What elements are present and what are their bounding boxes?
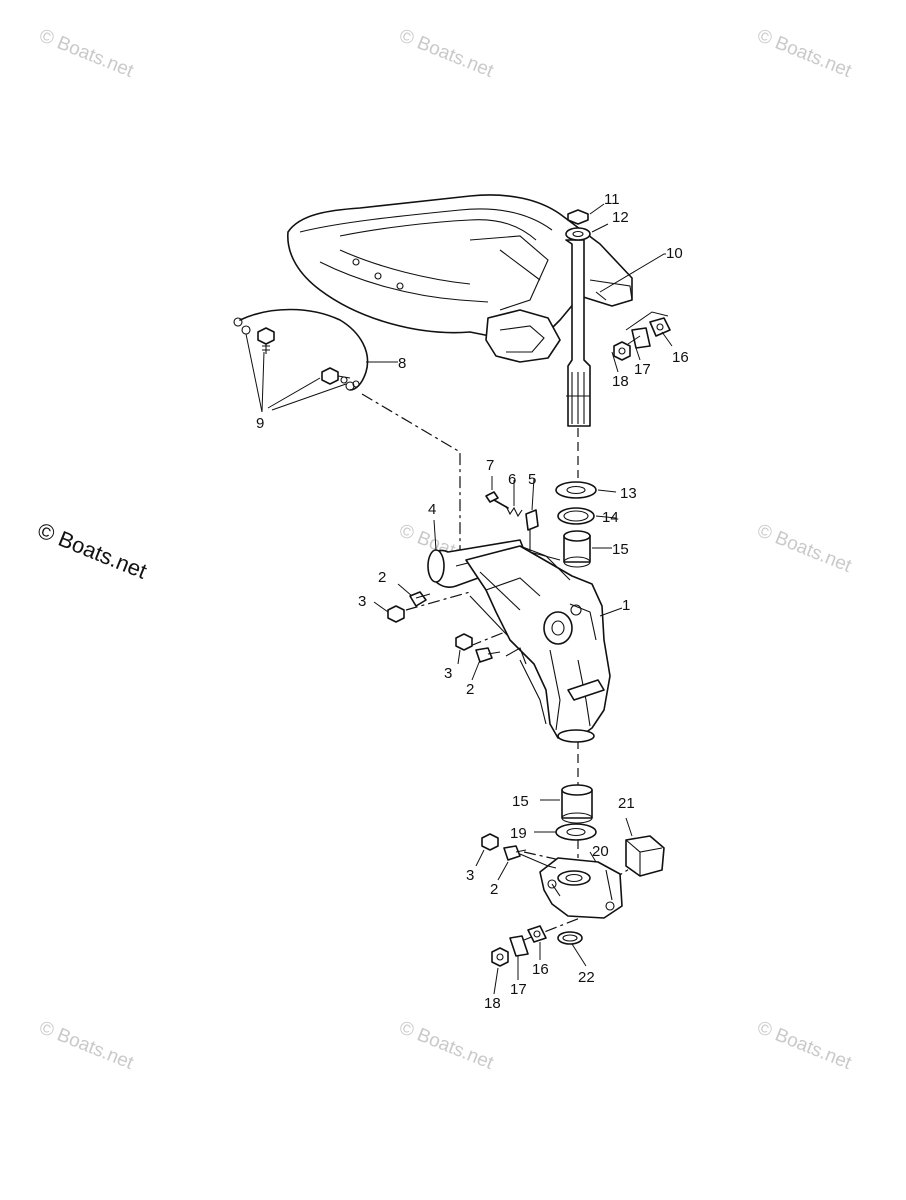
- callout-7: 7: [486, 457, 494, 474]
- lower-mount-assembly: [481, 784, 665, 967]
- callout-1: 1: [622, 597, 630, 614]
- callout-15-lower: 15: [512, 793, 529, 810]
- callout-3-upper: 3: [358, 593, 366, 610]
- swivel-bracket-illustration: [427, 539, 611, 743]
- callout-14: 14: [602, 509, 619, 526]
- callout-18-lower: 18: [484, 995, 501, 1012]
- callout-3-lower: 3: [466, 867, 474, 884]
- upper-nut-lockplate-cap: [613, 317, 671, 361]
- center-lines: [361, 393, 641, 941]
- callout-2-mid: 2: [466, 681, 474, 698]
- shaft-nut-and-washer: [565, 209, 591, 241]
- callout-16-upper: 16: [672, 349, 689, 366]
- ground-strap-assembly: [233, 308, 369, 391]
- callout-2-lower: 2: [490, 881, 498, 898]
- callout-17-lower: 17: [510, 981, 527, 998]
- watermark-top-right: © Boats.net: [754, 25, 855, 82]
- watermarks: © Boats.net © Boats.net © Boats.net © Bo…: [34, 25, 855, 1074]
- watermark-mid-right: © Boats.net: [754, 520, 855, 577]
- watermark-bottom-center: © Boats.net: [396, 1017, 497, 1074]
- callout-11: 11: [604, 191, 620, 208]
- callout-22: 22: [578, 969, 595, 986]
- callout-5: 5: [528, 471, 536, 488]
- watermark-top-left: © Boats.net: [36, 25, 137, 82]
- callout-2-upper: 2: [378, 569, 386, 586]
- callout-17-upper: 17: [634, 361, 651, 378]
- upper-bushing-stack: [555, 481, 597, 568]
- watermark-bottom-right: © Boats.net: [754, 1017, 855, 1074]
- callout-19: 19: [510, 825, 527, 842]
- tiller-bracket-illustration: [287, 194, 633, 427]
- callout-3-mid: 3: [444, 665, 452, 682]
- callout-12: 12: [612, 209, 629, 226]
- watermark-bottom-left: © Boats.net: [36, 1017, 137, 1074]
- callout-21: 21: [618, 795, 635, 812]
- grease-fittings-mid: [387, 591, 501, 663]
- callout-6: 6: [508, 471, 516, 488]
- callout-4: 4: [428, 501, 436, 518]
- watermark-top-center: © Boats.net: [396, 25, 497, 82]
- callout-labels: 11 12 10 16 17 18 8 9 7 6 5 13 14 15 4 2…: [256, 191, 689, 1012]
- watermark-left-dark: © Boats.net: [34, 517, 150, 583]
- callout-9: 9: [256, 415, 264, 432]
- callout-10: 10: [666, 245, 683, 262]
- callout-13: 13: [620, 485, 637, 502]
- callout-15-upper: 15: [612, 541, 629, 558]
- callout-20: 20: [592, 843, 609, 860]
- leader-lines: [245, 203, 673, 995]
- callout-18-upper: 18: [612, 373, 629, 390]
- callout-16-lower: 16: [532, 961, 549, 978]
- callout-8: 8: [398, 355, 406, 372]
